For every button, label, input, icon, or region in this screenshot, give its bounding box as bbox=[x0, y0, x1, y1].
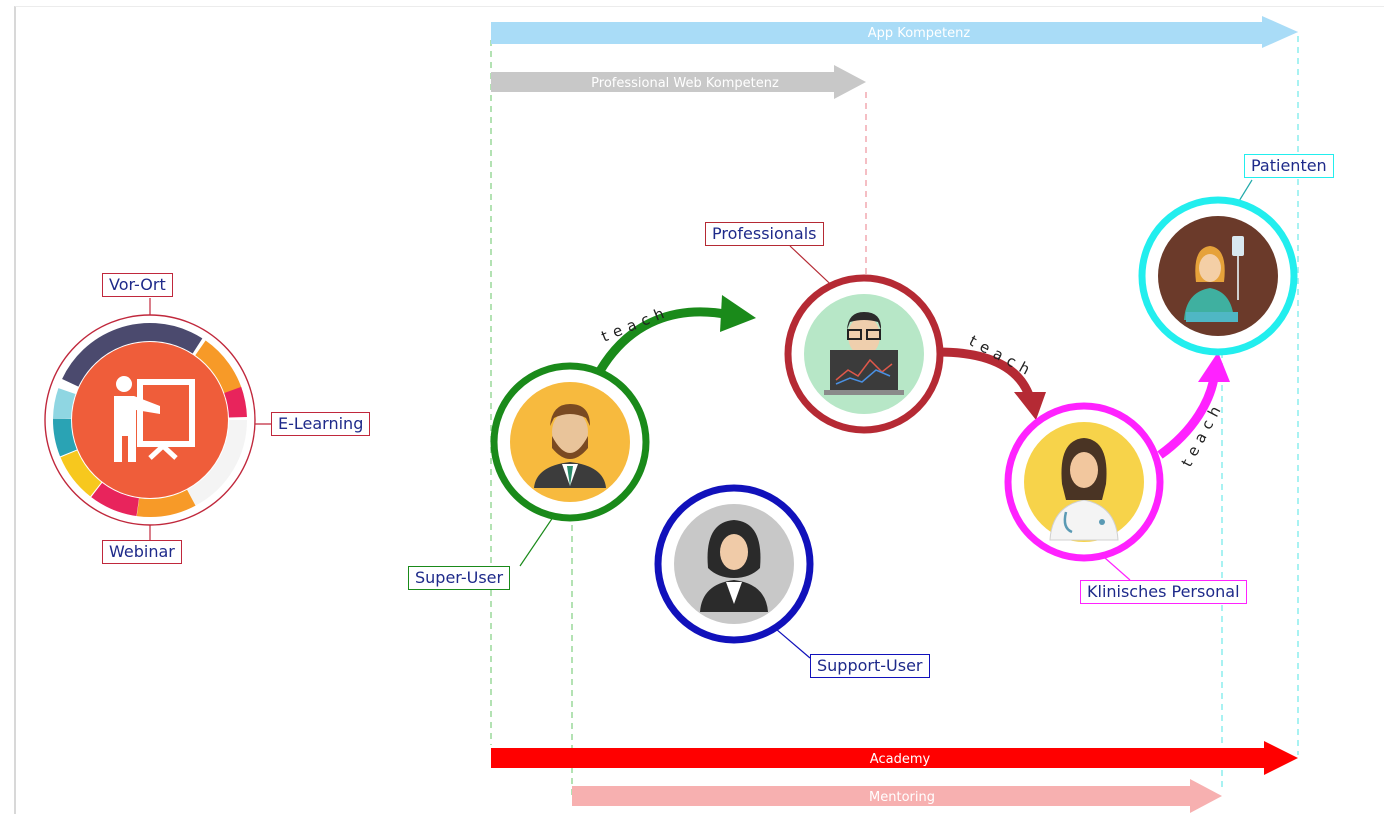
teach-arrow-magenta bbox=[1157, 352, 1230, 459]
e-learning-label: E-Learning bbox=[271, 412, 371, 436]
businesswoman-icon bbox=[700, 520, 768, 612]
mentoring-band: Mentoring bbox=[572, 779, 1222, 813]
teach-arrow-green bbox=[592, 295, 756, 381]
channel-wheel bbox=[44, 314, 256, 526]
patienten-label: Patienten bbox=[1244, 154, 1334, 178]
webinar-label: Webinar bbox=[102, 540, 182, 564]
patienten-avatar bbox=[1138, 196, 1298, 356]
teach-label-1: teach bbox=[599, 302, 673, 346]
academy-band: Academy bbox=[491, 741, 1298, 775]
academy-label: Academy bbox=[870, 752, 931, 767]
teach-arrow-red bbox=[937, 347, 1046, 420]
professional-web-label: Professional Web Kompetenz bbox=[591, 76, 779, 91]
patient-icon bbox=[1184, 236, 1244, 322]
developer-icon bbox=[824, 312, 904, 395]
klinisches-personal-avatar bbox=[1004, 402, 1164, 562]
klinisches-personal-label: Klinisches Personal bbox=[1080, 580, 1247, 604]
super-user-label: Super-User bbox=[408, 566, 511, 590]
support-user-avatar bbox=[654, 484, 814, 644]
vor-ort-label: Vor-Ort bbox=[102, 273, 173, 297]
professional-web-band: Professional Web Kompetenz bbox=[491, 65, 866, 99]
support-user-label: Support-User bbox=[810, 654, 930, 678]
businessman-icon bbox=[534, 404, 606, 488]
presenter-icon bbox=[114, 376, 195, 462]
app-kompetenz-band: App Kompetenz bbox=[491, 16, 1298, 48]
app-kompetenz-label: App Kompetenz bbox=[868, 26, 971, 41]
super-user-avatar bbox=[490, 362, 650, 522]
professionals-label: Professionals bbox=[705, 222, 824, 246]
doctor-icon bbox=[1049, 438, 1119, 541]
professionals-avatar bbox=[784, 274, 944, 434]
mentoring-label: Mentoring bbox=[869, 790, 935, 805]
diagram-frame bbox=[14, 6, 1384, 814]
